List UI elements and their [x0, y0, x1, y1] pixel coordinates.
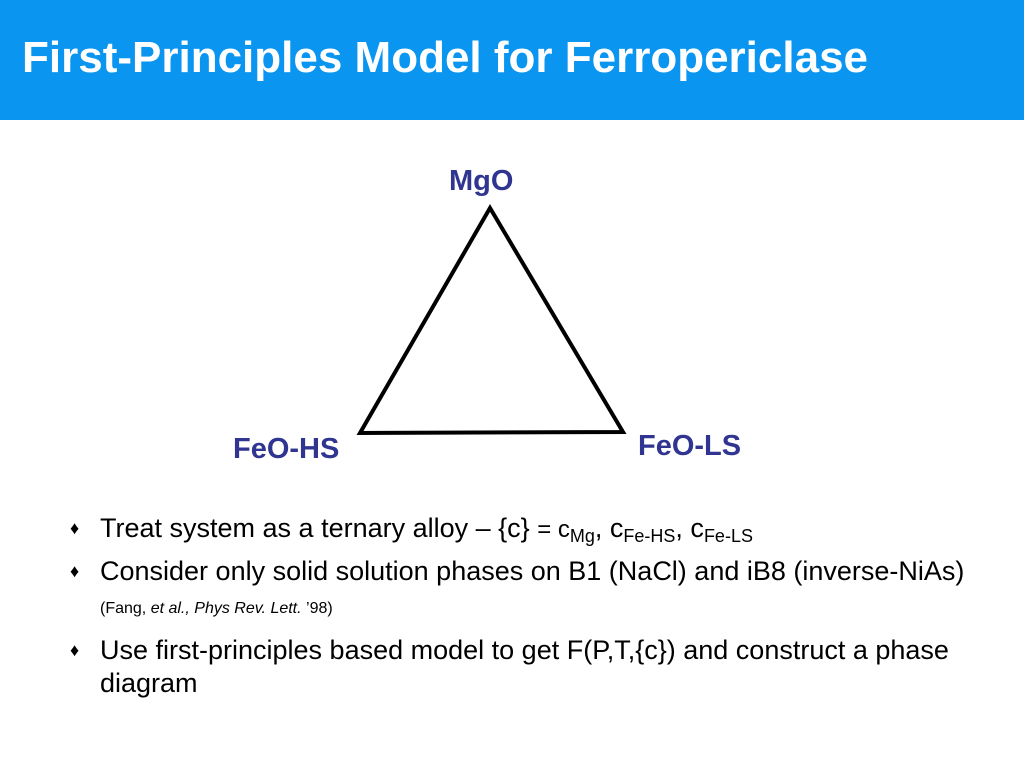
- diamond-bullet-icon: ♦: [70, 561, 80, 581]
- subscript-fe-hs: Fe-HS: [623, 526, 676, 546]
- bullet-item-first-principles: ♦ Use first-principles based model to ge…: [70, 634, 970, 700]
- vertex-label-feo-hs: FeO-HS: [233, 433, 340, 465]
- equation-text: = c: [537, 516, 570, 543]
- bullet-item-ternary-alloy: ♦ Treat system as a ternary alloy – {c} …: [70, 512, 970, 546]
- vertex-label-mgo: MgO: [449, 165, 514, 197]
- ternary-diagram: MgO FeO-HS FeO-LS: [0, 120, 1024, 480]
- subscript-mg: Mg: [569, 526, 595, 546]
- separator-text: , c: [594, 513, 624, 543]
- ternary-triangle-svg: [356, 204, 627, 436]
- bullet-item-solid-solution: ♦ Consider only solid solution phases on…: [70, 555, 970, 625]
- ternary-triangle: [356, 204, 627, 436]
- citation-italic: et al., Phys Rev. Lett.: [150, 600, 302, 617]
- bullet-text: Use first-principles based model to get …: [100, 635, 949, 698]
- diamond-bullet-icon: ♦: [70, 518, 80, 538]
- diamond-bullet-icon: ♦: [70, 640, 80, 660]
- bullet-list: ♦ Treat system as a ternary alloy – {c} …: [70, 512, 970, 709]
- citation-close: ’98): [301, 600, 333, 617]
- vertex-label-feo-ls: FeO-LS: [638, 430, 742, 462]
- citation-open: (Fang,: [100, 600, 151, 617]
- citation: (Fang, et al., Phys Rev. Lett. ’98): [100, 600, 333, 617]
- subscript-fe-ls: Fe-LS: [703, 526, 753, 546]
- bullet-text: Consider only solid solution phases on B…: [100, 556, 965, 586]
- slide-title: First-Principles Model for Ferropericlas…: [22, 33, 869, 82]
- title-bar: First-Principles Model for Ferropericlas…: [0, 0, 1024, 120]
- separator-text: , c: [675, 513, 704, 543]
- bullet-text: Treat system as a ternary alloy – {c}: [100, 513, 538, 543]
